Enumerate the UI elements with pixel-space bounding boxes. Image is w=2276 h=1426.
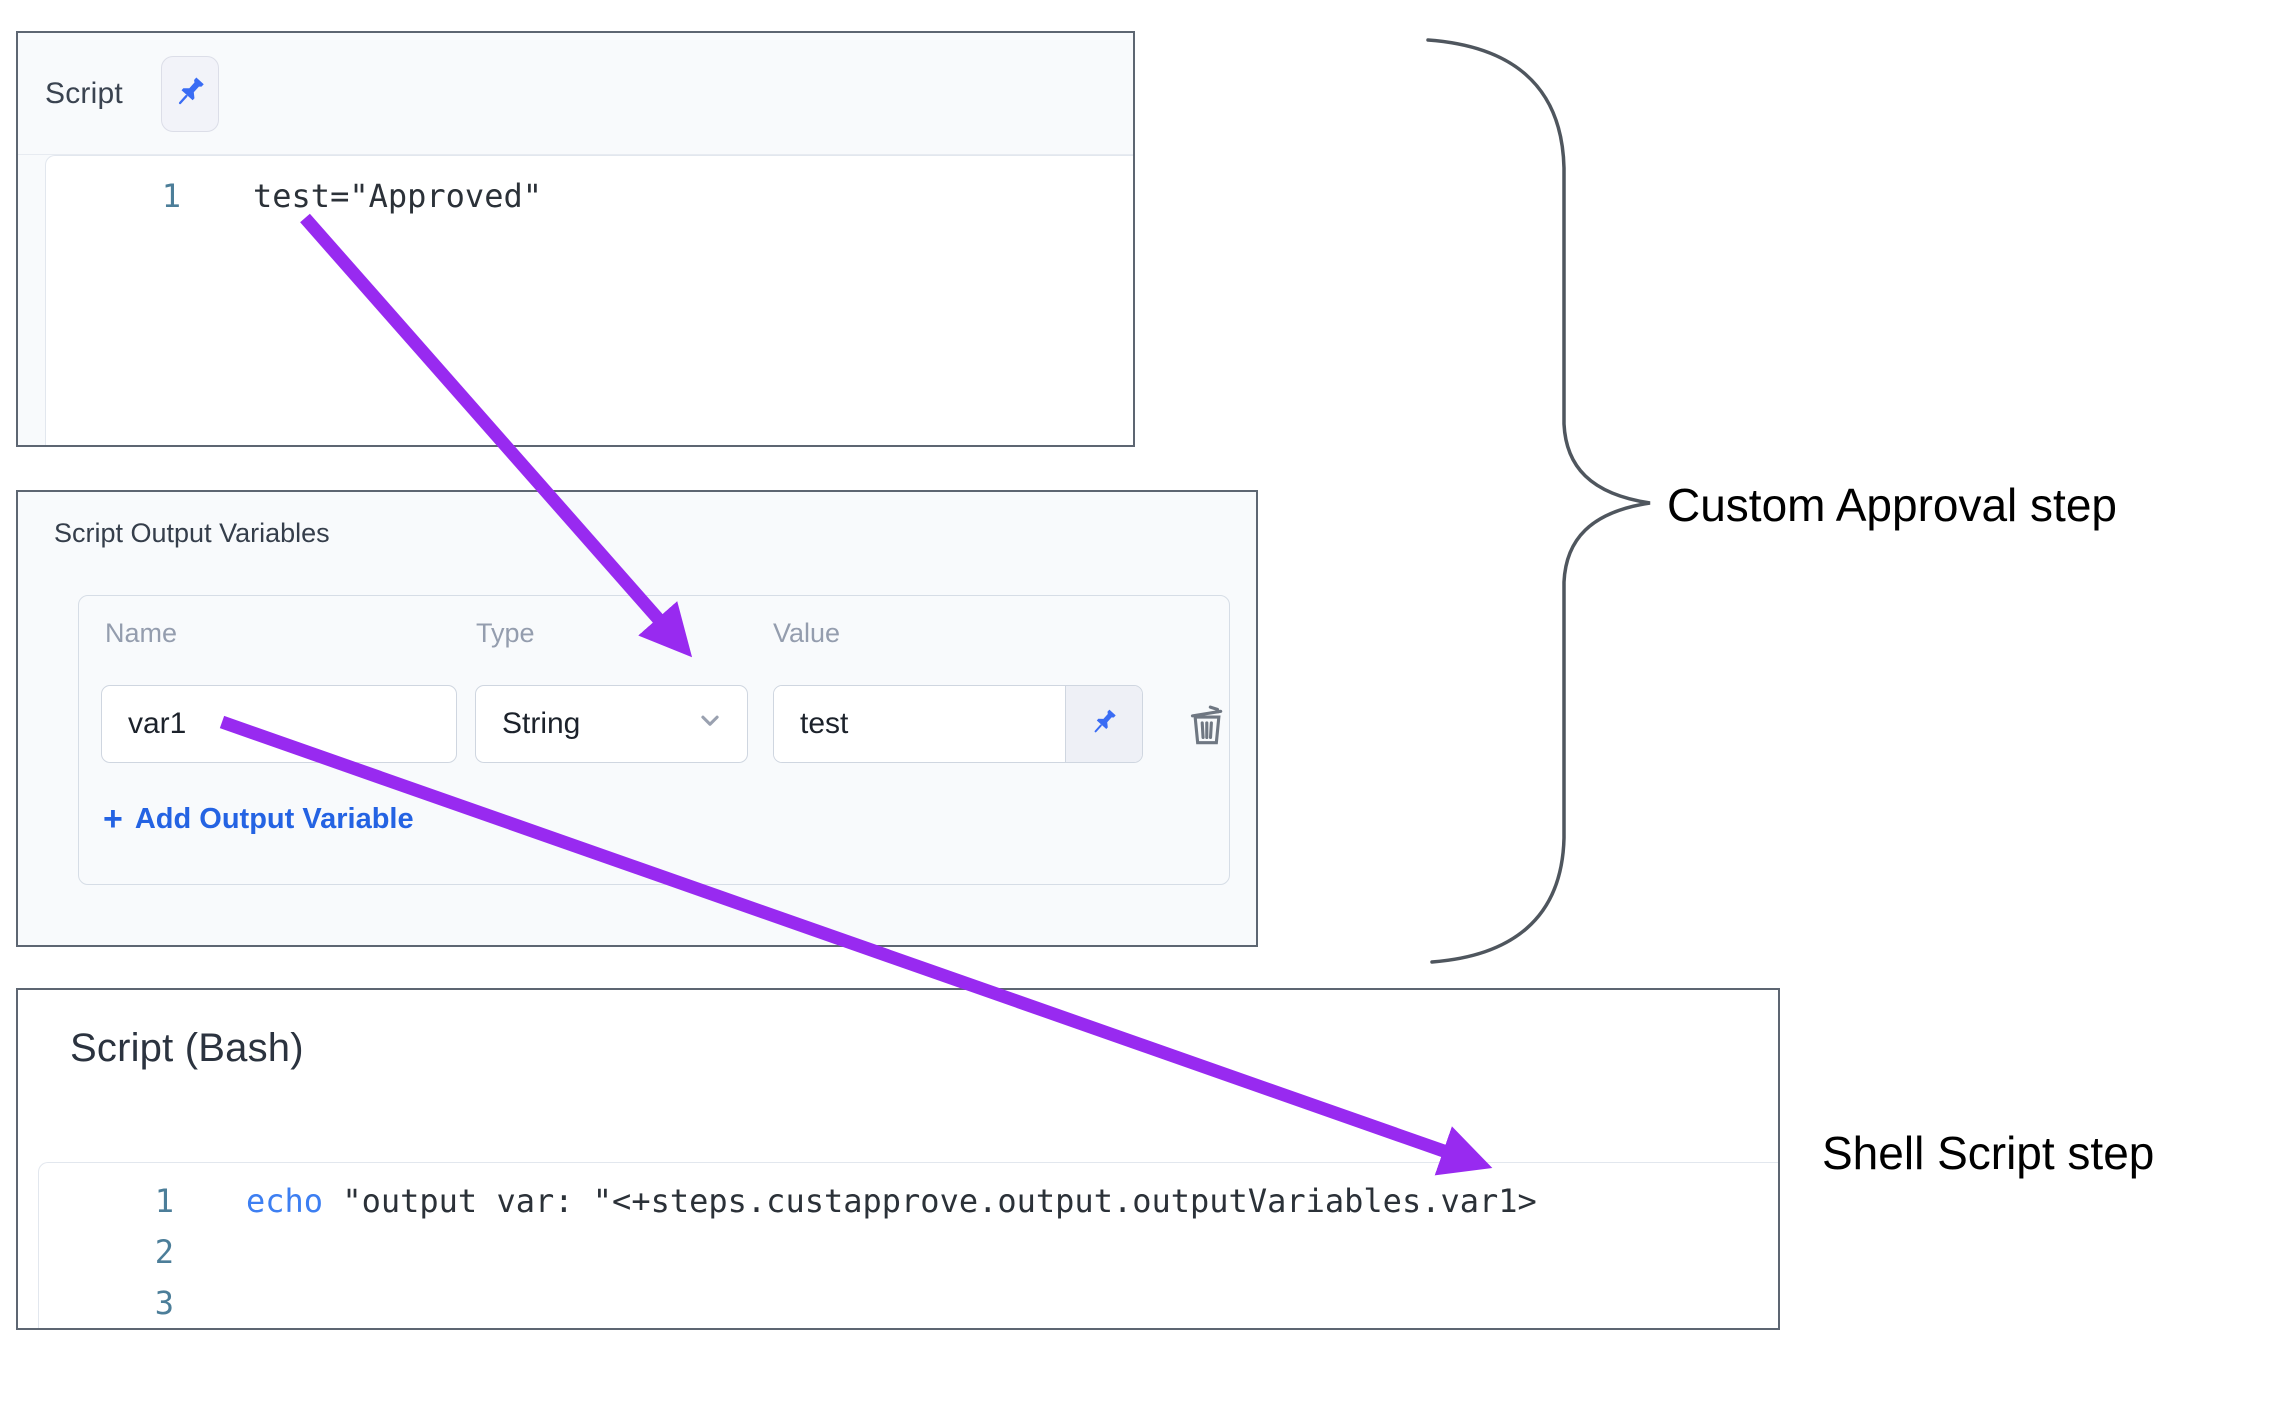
variables-editor-box: Name Type Value String (78, 595, 1230, 885)
curly-brace (1426, 38, 1651, 964)
bash-panel-title: Script (Bash) (70, 1026, 304, 1070)
line-number: 1 (161, 176, 181, 215)
line-number: 2 (154, 1232, 174, 1271)
column-header-type: Type (476, 618, 535, 648)
code-text: echo "output var: "<+steps.custapprove.o… (246, 1182, 1537, 1220)
script-code-editor[interactable]: 1 test="Approved" (45, 155, 1133, 445)
pushpin-icon (1087, 705, 1121, 744)
variable-type-value: String (502, 707, 581, 740)
keyword-echo: echo (246, 1181, 324, 1220)
variable-value-input[interactable] (774, 686, 1065, 762)
script-bash-panel: Script (Bash) 1 echo "output var: "<+ste… (16, 988, 1780, 1330)
script-pin-button[interactable] (160, 55, 219, 132)
pushpin-icon (170, 72, 210, 115)
code-rest: "output var: "<+steps.custapprove.output… (323, 1181, 1537, 1220)
bash-code-editor[interactable]: 1 echo "output var: "<+steps.custapprove… (38, 1162, 1778, 1328)
chevron-down-icon (693, 703, 727, 745)
code-line: 1 echo "output var: "<+steps.custapprove… (39, 1175, 1778, 1226)
column-header-name: Name (105, 618, 178, 648)
script-output-variables-panel: Script Output Variables Name Type Value … (16, 490, 1258, 947)
custom-approval-step-label: Custom Approval step (1667, 479, 2118, 531)
code-line: 1 test="Approved" (46, 170, 1133, 221)
shell-script-step-label: Shell Script step (1822, 1127, 2155, 1179)
code-line: 2 (39, 1226, 1778, 1277)
line-number: 3 (154, 1283, 174, 1322)
delete-variable-button[interactable] (1181, 698, 1233, 754)
column-header-value: Value (773, 618, 841, 648)
script-panel: Script 1 test="Approved" (16, 31, 1135, 447)
code-text: test="Approved" (253, 176, 542, 215)
code-line: 3 (39, 1277, 1778, 1328)
line-number: 1 (154, 1181, 174, 1220)
add-output-variable-label: Add Output Variable (134, 802, 414, 835)
trash-icon (1182, 698, 1232, 755)
add-output-variable-button[interactable]: + Add Output Variable (103, 802, 414, 836)
script-panel-title: Script (45, 76, 123, 110)
script-panel-header: Script (18, 33, 1133, 155)
variable-name-input[interactable] (101, 685, 457, 763)
variables-panel-title: Script Output Variables (54, 518, 330, 548)
variable-type-select[interactable]: String (475, 685, 748, 763)
plus-icon: + (103, 800, 123, 838)
value-pin-button[interactable] (1065, 686, 1142, 762)
variable-value-field (773, 685, 1143, 763)
